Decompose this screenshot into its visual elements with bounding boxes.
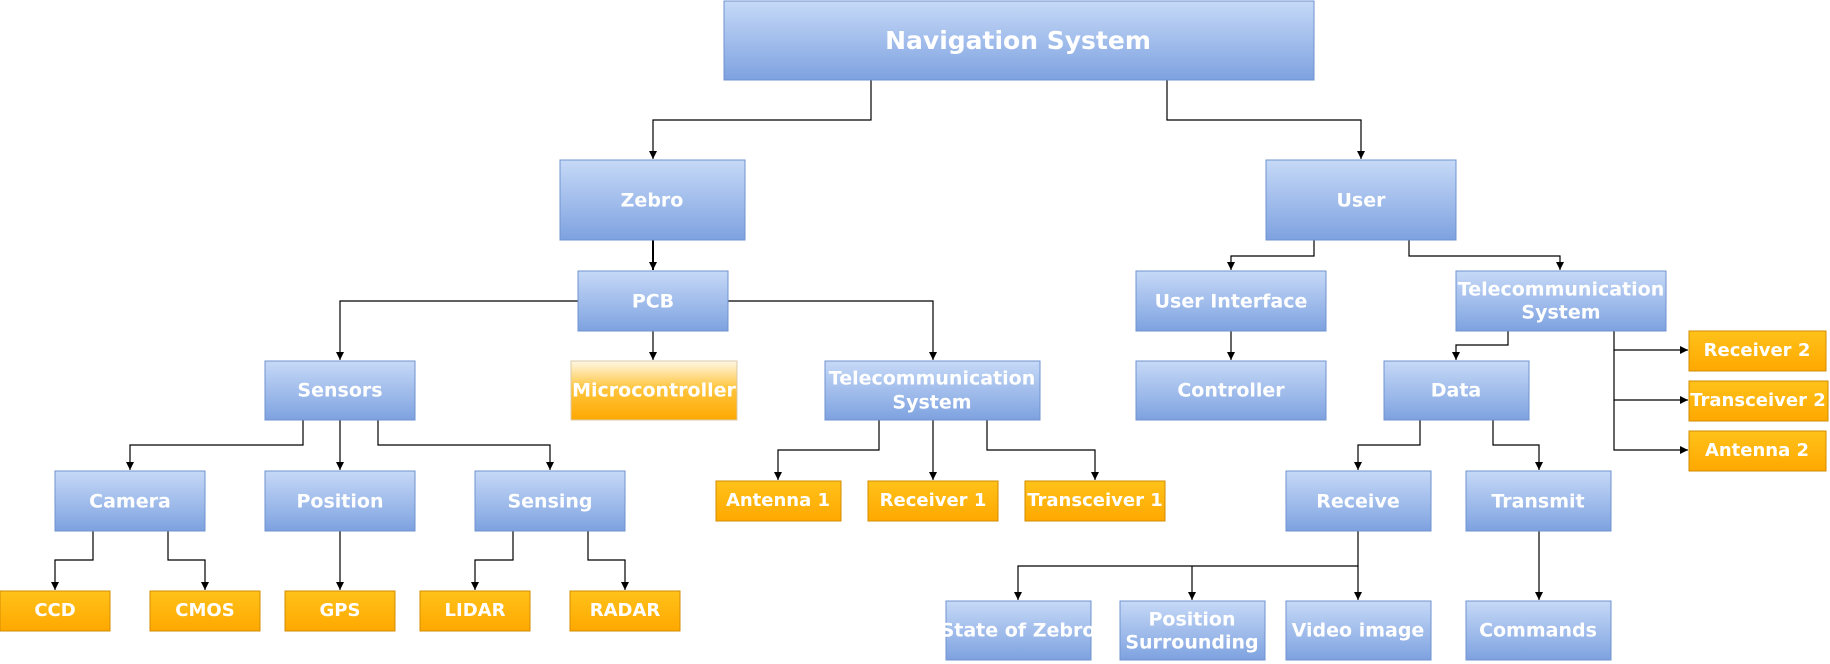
node-zebro: Zebro (559, 159, 746, 241)
node-label-transceiver-1: Transceiver 1 (1027, 490, 1163, 511)
edge-root-user (1166, 80, 1365, 159)
node-label-gps: GPS (320, 600, 361, 621)
node-label-navigation-system: Navigation System (885, 26, 1151, 55)
edge-camera-ccd (51, 531, 94, 590)
node-pcb: PCB (577, 270, 729, 332)
edge-sensors-camera (126, 420, 304, 470)
node-transmit: Transmit (1465, 470, 1612, 532)
node-label-position: Position (297, 491, 384, 513)
node-label-radar: RADAR (590, 600, 661, 621)
node-label-telecom-right-line2: System (1521, 302, 1600, 324)
edge-telecom-transceiver1 (986, 420, 1099, 480)
node-label-controller: Controller (1177, 380, 1285, 402)
node-transceiver-2: Transceiver 2 (1688, 380, 1829, 422)
node-microcontroller: Microcontroller (570, 360, 738, 421)
node-label-commands: Commands (1479, 620, 1597, 642)
node-label-telecom-left-line1: Telecommunication (829, 368, 1035, 390)
node-label-video-image: Video image (1292, 620, 1425, 642)
node-label-user: User (1337, 190, 1387, 212)
node-label-antenna-1: Antenna 1 (726, 490, 830, 511)
node-telecom-right: Telecommunication System (1455, 270, 1667, 332)
edge-telecom-transceiver2 (1613, 350, 1688, 404)
node-label-telecom-left-line2: System (892, 392, 971, 414)
node-label-state-of-zebro: State of Zebro (941, 620, 1096, 642)
node-antenna-2: Antenna 2 (1688, 430, 1827, 472)
node-label-cmos: CMOS (175, 600, 234, 621)
node-data: Data (1383, 360, 1530, 421)
node-label-zebro: Zebro (621, 190, 684, 212)
node-label-transceiver-2: Transceiver 2 (1690, 390, 1826, 411)
edge-telecom-receiver2 (1613, 331, 1688, 354)
edge-receive-stateofzebro (1014, 531, 1359, 600)
node-antenna-1: Antenna 1 (715, 480, 842, 522)
edge-telecom-antenna2 (1613, 400, 1688, 454)
edge-sensing-lidar (471, 531, 514, 590)
node-sensors: Sensors (264, 360, 416, 421)
node-label-transmit: Transmit (1491, 491, 1584, 513)
node-camera: Camera (54, 470, 206, 532)
node-label-microcontroller: Microcontroller (572, 380, 736, 402)
node-position: Position (264, 470, 416, 532)
node-label-lidar: LIDAR (445, 600, 506, 621)
node-navigation-system: Navigation System (723, 0, 1315, 81)
node-video-image: Video image (1285, 600, 1432, 661)
edge-user-userinterface (1227, 240, 1315, 270)
edge-telecom-antenna1 (774, 420, 880, 480)
node-gps: GPS (284, 590, 396, 632)
edge-user-telecom (1408, 240, 1564, 270)
node-cmos: CMOS (149, 590, 261, 632)
node-label-user-interface: User Interface (1155, 291, 1308, 313)
node-label-receiver-2: Receiver 2 (1704, 340, 1811, 361)
edge-pcb-sensors (336, 300, 578, 360)
node-label-sensors: Sensors (297, 380, 382, 402)
edge-telecom-data (1452, 331, 1509, 360)
node-user-interface: User Interface (1135, 270, 1327, 332)
node-label-position-surrounding-line1: Position (1149, 609, 1236, 631)
node-radar: RADAR (569, 590, 681, 632)
edge-sensing-radar (587, 531, 629, 590)
edge-data-receive (1354, 420, 1421, 470)
node-ccd: CCD (0, 590, 111, 632)
connectors (51, 80, 1688, 600)
node-position-surrounding: Position Surrounding (1119, 600, 1266, 661)
node-sensing: Sensing (474, 470, 626, 532)
edge-pcb-telecom (728, 300, 937, 360)
node-label-receive: Receive (1316, 491, 1399, 513)
node-telecom-left: Telecommunication System (824, 360, 1041, 421)
node-label-pcb: PCB (632, 291, 674, 313)
edge-root-zebro (649, 80, 872, 159)
node-commands: Commands (1465, 600, 1612, 661)
edge-sensors-sensing (377, 420, 554, 470)
node-state-of-zebro: State of Zebro (941, 600, 1096, 661)
node-label-camera: Camera (89, 491, 171, 513)
edge-camera-cmos (167, 531, 209, 590)
node-receive: Receive (1285, 470, 1432, 532)
node-receiver-2: Receiver 2 (1688, 330, 1827, 372)
node-label-data: Data (1431, 380, 1482, 402)
node-controller: Controller (1135, 360, 1327, 421)
node-label-telecom-right-line1: Telecommunication (1458, 279, 1664, 301)
node-lidar: LIDAR (419, 590, 531, 632)
node-user: User (1265, 159, 1457, 241)
node-receiver-1: Receiver 1 (867, 480, 999, 522)
node-label-antenna-2: Antenna 2 (1705, 440, 1809, 461)
node-label-position-surrounding-line2: Surrounding (1125, 632, 1258, 654)
node-label-receiver-1: Receiver 1 (880, 490, 987, 511)
node-label-ccd: CCD (34, 600, 75, 621)
node-transceiver-1: Transceiver 1 (1024, 480, 1166, 522)
edge-data-transmit (1492, 420, 1543, 470)
node-label-sensing: Sensing (507, 491, 592, 513)
